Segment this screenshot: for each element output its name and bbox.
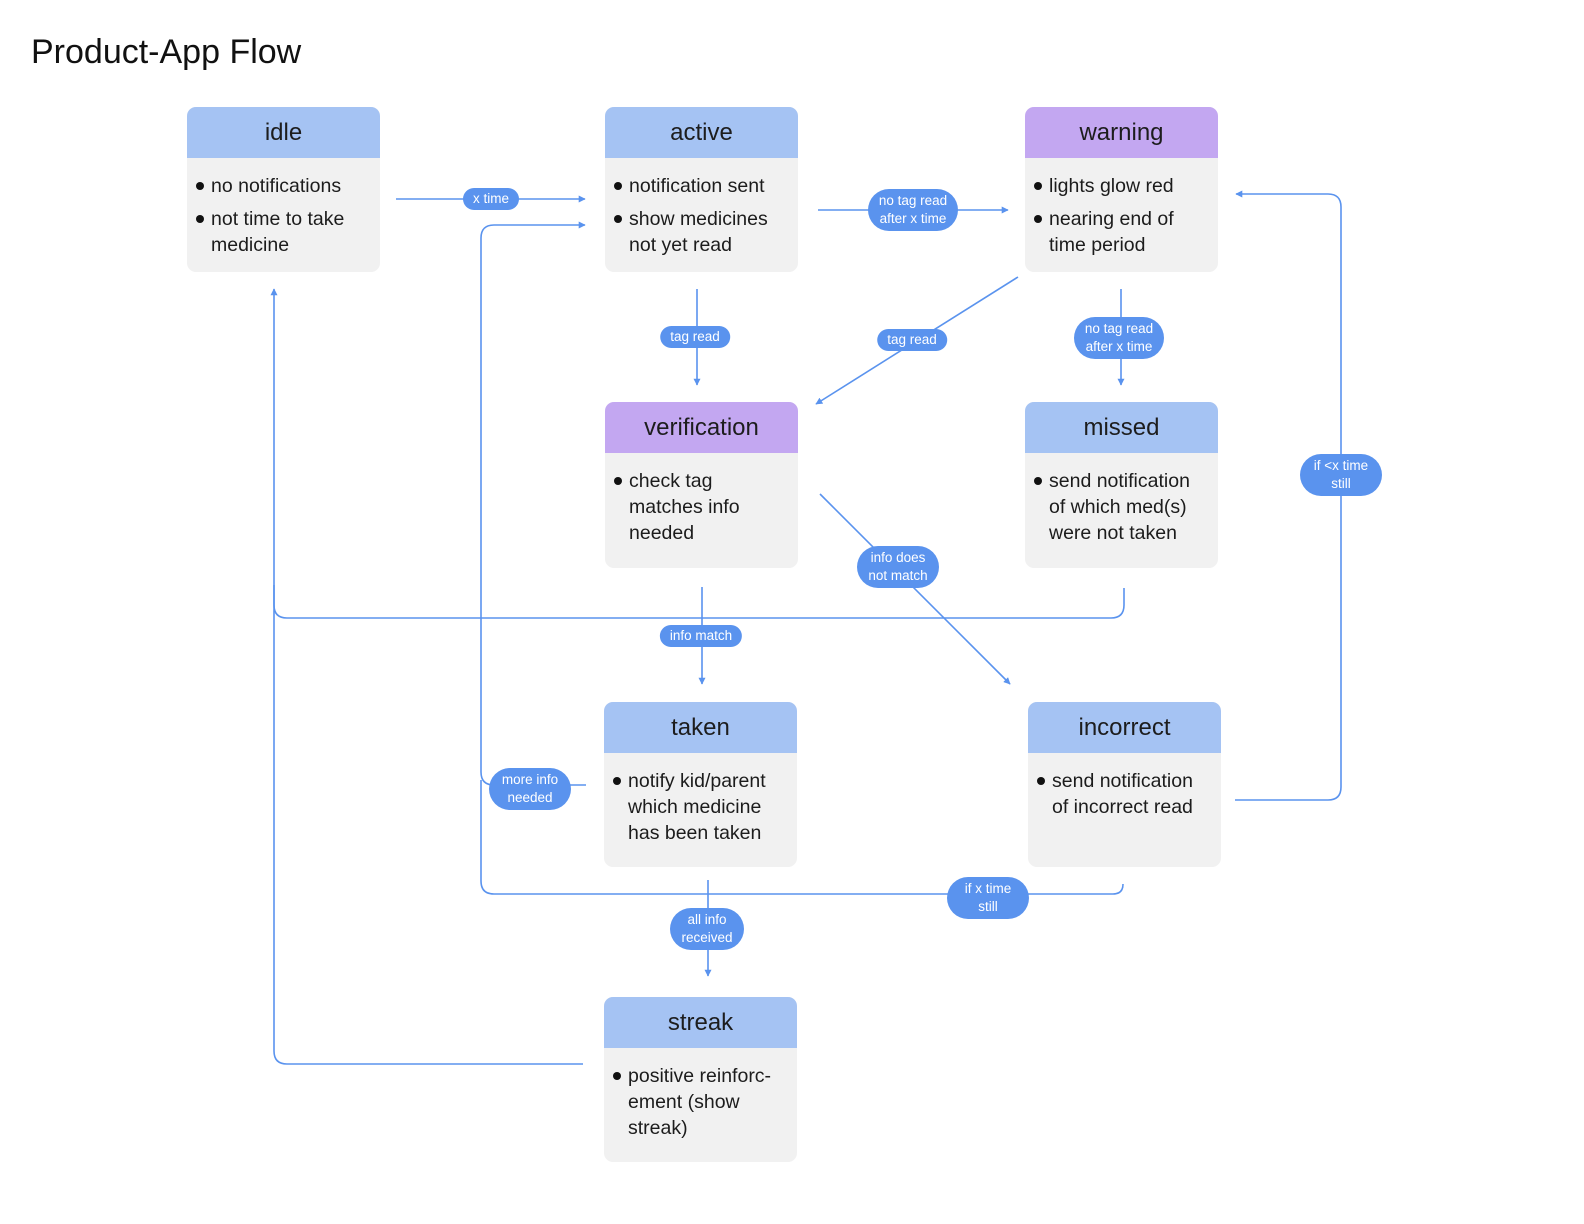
node-verification: verification check tag matches info need… <box>605 402 798 568</box>
node-missed-title: missed <box>1025 402 1218 453</box>
edge-label-verification-to-taken: info match <box>659 625 743 647</box>
bullet-dot <box>614 477 622 485</box>
edge-label-incorrect-to-active: if x time still <box>947 877 1029 919</box>
bullet-dot <box>196 182 204 190</box>
node-incorrect: incorrect send notification of incorrect… <box>1028 702 1221 867</box>
bullet-text: lights glow red <box>1049 175 1174 197</box>
bullet-item: notification sent <box>614 173 790 199</box>
node-active-title: active <box>605 107 798 158</box>
edge-label-active-to-verification: tag read <box>660 326 730 348</box>
bullet-dot <box>1037 777 1045 785</box>
bullet-item: show medicines not yet read <box>614 206 790 258</box>
bullet-text: send notification of which med(s) were n… <box>1049 470 1190 544</box>
edge-label-incorrect-to-warning: if <x time still <box>1300 454 1382 496</box>
bullet-item: no notifications <box>196 173 372 199</box>
node-streak-title: streak <box>604 997 797 1048</box>
connector-taken-to-active <box>480 221 586 786</box>
bullet-item: notify kid/parent which medicine has bee… <box>613 768 789 846</box>
bullet-dot <box>614 182 622 190</box>
edge-label-verification-to-incorrect: info does not match <box>857 546 939 588</box>
bullet-text: show medicines not yet read <box>629 208 768 256</box>
node-idle-title: idle <box>187 107 380 158</box>
edge-label-active-to-warning: no tag read after x time <box>868 189 958 231</box>
node-missed: missed send notification of which med(s)… <box>1025 402 1218 568</box>
bullet-dot <box>613 777 621 785</box>
bullet-item: lights glow red <box>1034 173 1210 199</box>
bullet-item: nearing end of time period <box>1034 206 1210 258</box>
node-incorrect-title: incorrect <box>1028 702 1221 753</box>
bullet-dot <box>1034 477 1042 485</box>
edge-label-warning-to-verification: tag read <box>877 329 947 351</box>
connector-incorrect-to-warning <box>1235 190 1342 801</box>
bullet-item: positive reinforc-ement (show streak) <box>613 1063 789 1141</box>
bullet-text: notification sent <box>629 175 765 197</box>
bullet-item: check tag matches info needed <box>614 468 790 546</box>
bullet-text: not time to take medicine <box>211 208 345 256</box>
bullet-item: send notification of which med(s) were n… <box>1034 468 1210 546</box>
bullet-dot <box>1034 215 1042 223</box>
edge-label-idle-to-active: x time <box>462 188 520 210</box>
node-taken-title: taken <box>604 702 797 753</box>
node-idle: idle no notifications not time to take m… <box>187 107 380 272</box>
edge-label-taken-to-streak: all info received <box>670 908 744 950</box>
bullet-text: check tag matches info needed <box>629 470 740 544</box>
node-warning-title: warning <box>1025 107 1218 158</box>
node-active: active notification sent show medicines … <box>605 107 798 272</box>
connector-verification-to-incorrect <box>819 493 1011 685</box>
bullet-text: send notification of incorrect read <box>1052 770 1193 818</box>
edge-label-warning-to-missed: no tag read after x time <box>1074 317 1164 359</box>
bullet-dot <box>614 215 622 223</box>
connector-streak-to-idle <box>273 585 583 1065</box>
bullet-item: send notification of incorrect read <box>1037 768 1213 820</box>
node-streak: streak positive reinforc-ement (show str… <box>604 997 797 1162</box>
bullet-text: positive reinforc-ement (show streak) <box>628 1065 772 1139</box>
node-taken: taken notify kid/parent which medicine h… <box>604 702 797 867</box>
node-warning: warning lights glow red nearing end of t… <box>1025 107 1218 272</box>
bullet-text: nearing end of time period <box>1049 208 1174 256</box>
bullet-item: not time to take medicine <box>196 206 372 258</box>
bullet-dot <box>1034 182 1042 190</box>
bullet-text: no notifications <box>211 175 342 197</box>
bullet-text: notify kid/parent which medicine has bee… <box>628 770 766 844</box>
diagram-title: Product-App Flow <box>31 33 302 71</box>
bullet-dot <box>196 215 204 223</box>
connector-incorrect-to-active <box>480 780 1124 895</box>
node-verification-title: verification <box>605 402 798 453</box>
edge-label-taken-to-active: more info needed <box>489 768 571 810</box>
bullet-dot <box>613 1072 621 1080</box>
